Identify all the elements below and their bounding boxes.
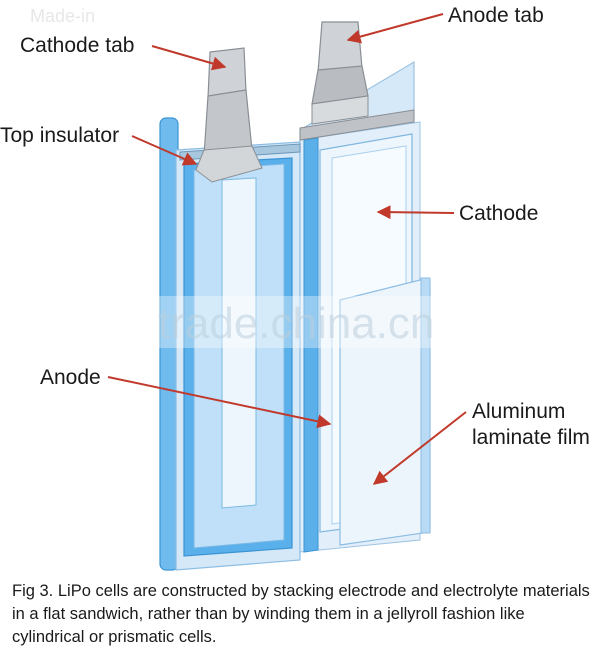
left-cell [159, 47, 301, 571]
right-edge-stripe [303, 137, 319, 553]
label-cathode: Cathode [459, 202, 538, 225]
watermark-band [155, 296, 445, 348]
anode-current-collector [221, 177, 257, 509]
label-top-insulator: Top insulator [0, 124, 119, 147]
anode-tab-neck [311, 95, 369, 125]
watermark-text: trade.china.cn [158, 299, 434, 348]
top-watermark: Made-in [30, 6, 95, 26]
label-aluminum-line1: Aluminum [472, 400, 565, 423]
label-anode-tab: Anode tab [448, 4, 544, 27]
figure-caption: Fig 3. LiPo cells are constructed by sta… [12, 582, 590, 646]
label-aluminum-line2: laminate film [472, 426, 590, 449]
arrow-anode [107, 376, 332, 429]
arrow-anode-tab [346, 13, 444, 44]
arrow-top-insulator [131, 135, 198, 166]
laminate-film-edge [420, 277, 431, 534]
leader-arrows [107, 13, 467, 485]
anode-tab-top [317, 21, 363, 73]
label-cathode-tab: Cathode tab [20, 34, 134, 57]
arrow-cathode-tab [151, 45, 227, 71]
anode-tab-base [299, 109, 415, 141]
right-cell [299, 21, 431, 553]
cathode-tab-base [195, 145, 263, 183]
arrow-cathode [376, 205, 455, 220]
label-anode: Anode [40, 366, 101, 389]
arrow-aluminum-laminate [372, 411, 467, 485]
